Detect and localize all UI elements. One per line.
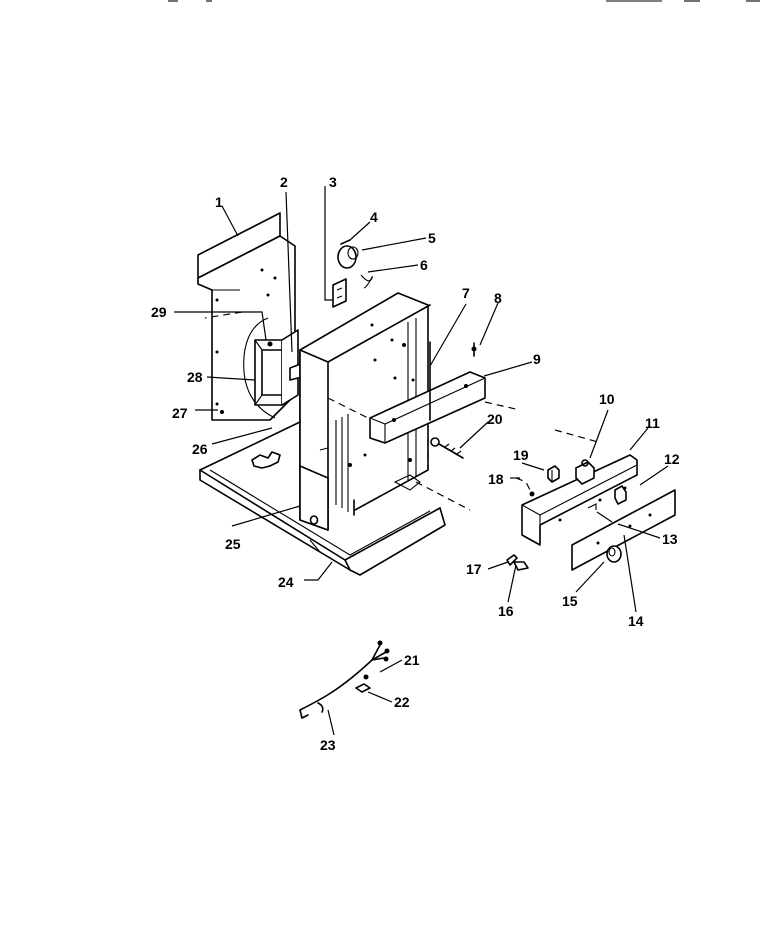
callout-3: 3 — [329, 174, 337, 190]
callout-21: 21 — [404, 652, 420, 668]
rotary-switch — [575, 459, 595, 485]
callout-24: 24 — [278, 574, 294, 590]
mounting-screw — [430, 437, 464, 459]
callouts: 1 2 3 4 5 6 7 8 9 10 11 12 13 14 15 16 1… — [151, 174, 680, 753]
callout-25: 25 — [225, 536, 241, 552]
control-knob — [606, 545, 622, 563]
control-bracket — [521, 454, 638, 546]
callout-1: 1 — [215, 194, 223, 210]
wiring-harness — [299, 640, 390, 719]
callout-13: 13 — [662, 531, 678, 547]
callout-29: 29 — [151, 304, 167, 320]
capacitor-assembly — [337, 239, 373, 289]
blower-housing — [243, 317, 307, 419]
leader-lines — [174, 186, 669, 736]
relay — [547, 465, 560, 483]
callout-14: 14 — [628, 613, 644, 629]
callout-2: 2 — [280, 174, 288, 190]
callout-26: 26 — [192, 441, 208, 457]
callout-19: 19 — [513, 447, 529, 463]
callout-12: 12 — [664, 451, 680, 467]
control-panel-cover — [571, 489, 676, 571]
callout-10: 10 — [599, 391, 615, 407]
callout-7: 7 — [462, 285, 470, 301]
callout-6: 6 — [420, 257, 428, 273]
callout-8: 8 — [494, 290, 502, 306]
terminal-clip — [506, 554, 529, 571]
small-screw — [515, 477, 535, 497]
callout-4: 4 — [370, 209, 378, 225]
front-channel — [299, 465, 329, 531]
callout-22: 22 — [394, 694, 410, 710]
callout-9: 9 — [533, 351, 541, 367]
small-bracket — [332, 278, 347, 308]
callout-15: 15 — [562, 593, 578, 609]
callout-27: 27 — [172, 405, 188, 421]
top-rail — [369, 341, 486, 444]
callout-5: 5 — [428, 230, 436, 246]
callout-17: 17 — [466, 561, 482, 577]
callout-20: 20 — [487, 411, 503, 427]
callout-11: 11 — [645, 415, 660, 431]
callout-23: 23 — [320, 737, 336, 753]
base-pan — [199, 421, 446, 576]
callout-28: 28 — [187, 369, 203, 385]
alignment-lines — [204, 311, 599, 511]
callout-18: 18 — [488, 471, 504, 487]
callout-16: 16 — [498, 603, 514, 619]
knob-shaft — [596, 485, 627, 523]
